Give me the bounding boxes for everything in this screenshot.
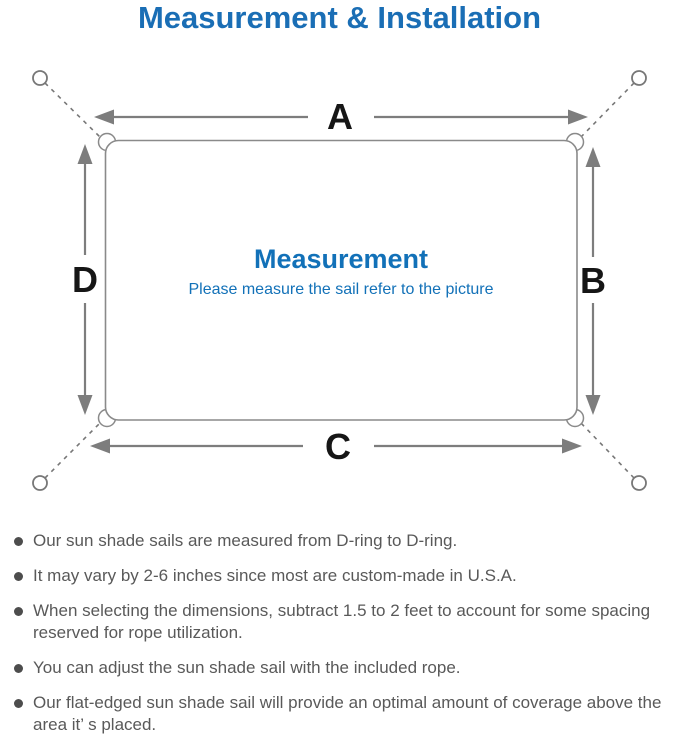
- arrow-c-right-head: [562, 438, 582, 454]
- label-c: C: [325, 426, 351, 467]
- arrow-a-left-head: [94, 109, 114, 125]
- bullet-dot-icon: [14, 572, 23, 581]
- bullet-dot-icon: [14, 699, 23, 708]
- anchor-point-top-right: [631, 70, 647, 86]
- sail-outline: [104, 139, 578, 421]
- arrow-d-top-head: [77, 144, 93, 164]
- arrow-b-bottom-head: [585, 395, 601, 415]
- label-b: B: [580, 260, 606, 301]
- bullet-text: It may vary by 2-6 inches since most are…: [33, 566, 517, 585]
- bullet-text: Our sun shade sails are measured from D-…: [33, 531, 458, 550]
- side-labels: A C D B: [72, 96, 606, 467]
- list-item: It may vary by 2-6 inches since most are…: [12, 565, 673, 587]
- arrow-c-left-head: [90, 438, 110, 454]
- measurement-diagram: A C D B Measurement Please measure the s…: [32, 70, 647, 491]
- arrow-b-top-head: [585, 147, 601, 167]
- bullet-dot-icon: [14, 537, 23, 546]
- bullet-dot-icon: [14, 664, 23, 673]
- label-a: A: [327, 96, 353, 137]
- arrow-d-bottom-head: [77, 395, 93, 415]
- list-item: Our sun shade sails are measured from D-…: [12, 530, 673, 552]
- anchor-point-bottom-right: [631, 475, 647, 491]
- label-d: D: [72, 259, 98, 300]
- anchor-point-bottom-left: [32, 475, 48, 491]
- rope-line-top-left: [44, 82, 102, 139]
- list-item: Our flat-edged sun shade sail will provi…: [12, 692, 673, 736]
- measurement-arrows: [77, 109, 601, 454]
- rope-line-top-right: [579, 82, 635, 139]
- list-item: You can adjust the sun shade sail with t…: [12, 657, 673, 679]
- rope-line-bottom-left: [44, 421, 102, 479]
- rope-line-bottom-right: [579, 421, 635, 479]
- diagram-center-subtitle: Please measure the sail refer to the pic…: [188, 281, 493, 298]
- bullet-text: When selecting the dimensions, subtract …: [33, 601, 651, 642]
- bullet-dot-icon: [14, 607, 23, 616]
- anchor-point-top-left: [32, 70, 48, 86]
- diagram-center-title: Measurement: [254, 244, 428, 274]
- list-item: When selecting the dimensions, subtract …: [12, 600, 673, 644]
- bullet-text: Our flat-edged sun shade sail will provi…: [33, 693, 662, 734]
- anchor-points: [32, 70, 647, 491]
- bullet-text: You can adjust the sun shade sail with t…: [33, 658, 461, 677]
- arrow-a-right-head: [568, 109, 588, 125]
- instruction-bullet-list: Our sun shade sails are measured from D-…: [0, 530, 679, 739]
- page-title: Measurement & Installation: [137, 0, 542, 35]
- rope-dashed-lines: [44, 82, 635, 479]
